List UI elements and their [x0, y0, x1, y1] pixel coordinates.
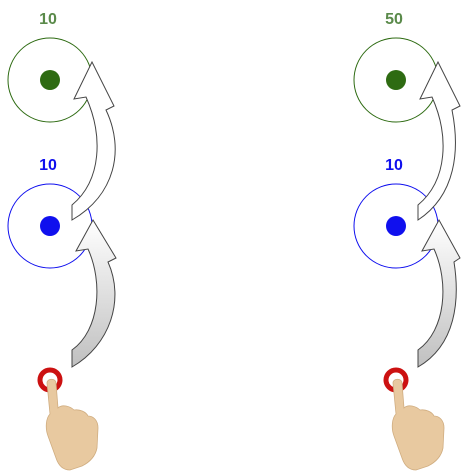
arrow-lower: [71, 218, 117, 368]
arrow-upper: [71, 60, 116, 221]
middle-node-dot[interactable]: [40, 216, 60, 236]
arrow-upper: [417, 60, 461, 221]
middle-node-value: 10: [39, 157, 57, 174]
top-node-dot[interactable]: [40, 70, 60, 90]
top-node-value: 50: [385, 11, 403, 28]
pointing-hand-icon: [45, 378, 99, 471]
middle-node-dot[interactable]: [386, 216, 406, 236]
middle-node-value: 10: [385, 157, 403, 174]
panel-left: 10 10: [7, 11, 117, 471]
top-node-value: 10: [39, 11, 57, 28]
arrow-lower: [417, 218, 461, 368]
pointing-hand-icon: [391, 378, 445, 471]
top-node-dot[interactable]: [386, 70, 406, 90]
panel-right: 50 10: [353, 11, 461, 471]
